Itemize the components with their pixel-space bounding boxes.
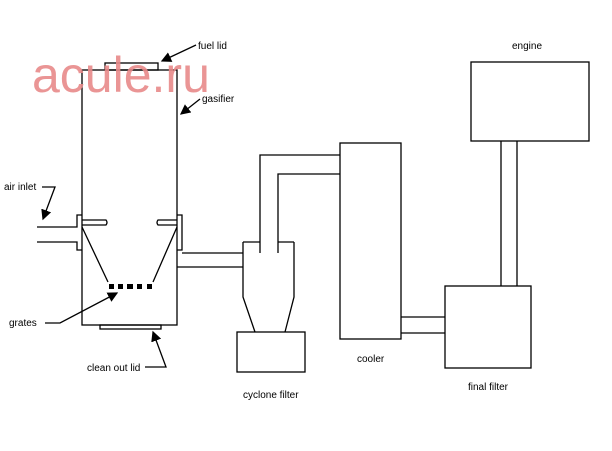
air-inlet-label: air inlet xyxy=(4,182,36,193)
grates-arrow xyxy=(45,292,119,324)
cooler-label: cooler xyxy=(357,354,385,365)
clean-out-lid xyxy=(99,324,162,330)
gasifier xyxy=(37,62,243,330)
engine-label: engine xyxy=(512,41,542,52)
cyclone-filter xyxy=(236,154,340,373)
air-nozzle-right xyxy=(156,219,177,226)
fuel-lid xyxy=(104,62,159,71)
clean-out-lid-label: clean out lid xyxy=(87,363,140,374)
air-inlet-arrow xyxy=(41,186,56,221)
fuel-lid-label: fuel lid xyxy=(198,41,227,52)
air-nozzle-left xyxy=(82,219,108,226)
grates-label: grates xyxy=(9,318,37,329)
gasifier-label: gasifier xyxy=(202,94,235,105)
fuel-lid-arrow xyxy=(160,44,197,62)
cyclone-filter-label: cyclone filter xyxy=(243,390,299,401)
gasifier-arrow xyxy=(179,98,201,115)
watermark: acule.ru xyxy=(32,47,210,103)
engine xyxy=(470,61,590,142)
clean-out-lid-arrow xyxy=(145,330,167,368)
cooler xyxy=(339,142,402,340)
air-inlet-pipe xyxy=(37,214,82,251)
final-filter xyxy=(444,285,532,369)
grates xyxy=(109,284,152,289)
final-filter-label: final filter xyxy=(468,382,509,393)
